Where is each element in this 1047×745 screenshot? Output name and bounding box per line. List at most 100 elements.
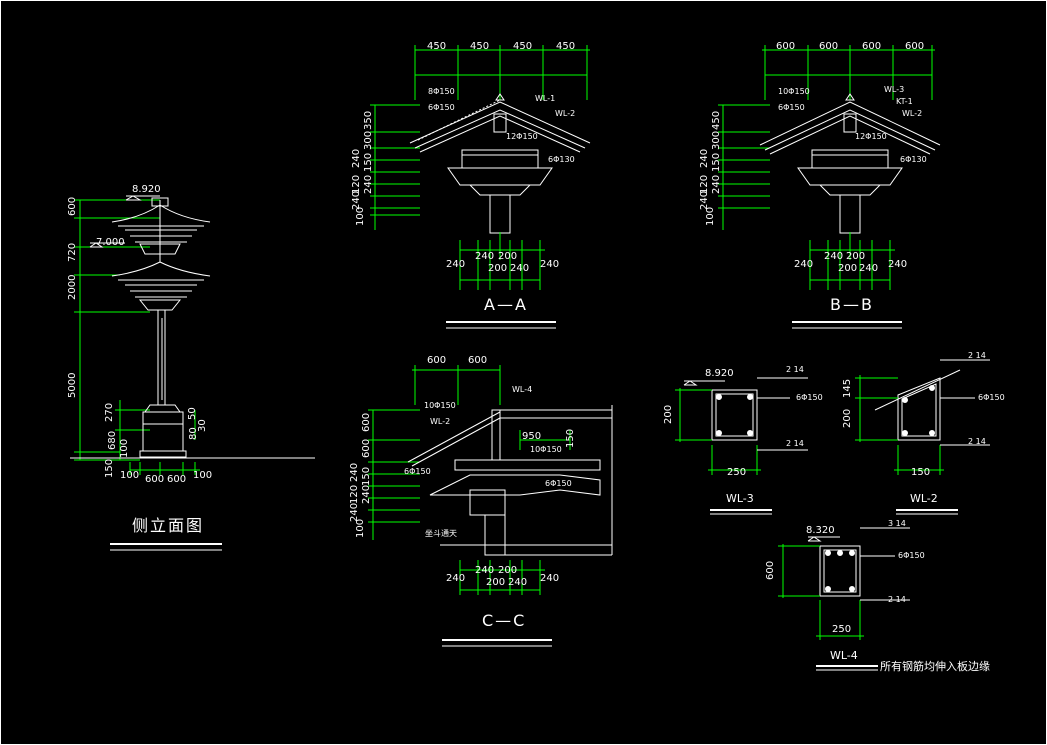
side-dim-600: 600 <box>67 196 78 216</box>
side-dim-5000: 5000 <box>67 372 78 398</box>
bb-rebar-4: 6Φ130 <box>900 155 927 164</box>
aa-rebar-1: 8Φ150 <box>428 87 455 96</box>
wl4-top-bar: 3 14 <box>888 519 906 528</box>
cc-rebar-3: 10Φ150 <box>530 445 562 454</box>
cc-left-2: 600 <box>361 438 372 458</box>
aa-top-3: 450 <box>513 41 533 52</box>
wl2-height1: 145 <box>842 378 853 398</box>
aa-label-wl2: WL-2 <box>555 109 576 118</box>
bb-bot-4: 240 <box>888 259 908 270</box>
bb-rebar-3: 12Φ150 <box>855 132 887 141</box>
side-dim-2000: 2000 <box>67 274 78 300</box>
bb-top-3: 600 <box>862 41 882 52</box>
side-mid-elev: 7.000 <box>96 237 125 248</box>
cc-bot-3: 200 <box>498 565 518 576</box>
bb-bot-5: 200 <box>838 263 858 274</box>
side-dim-100: 100 <box>119 438 130 458</box>
cc-mid-150: 150 <box>565 428 576 448</box>
cc-bot-5: 200 <box>486 577 506 588</box>
wl3-title: WL-3 <box>726 492 754 505</box>
wl2-width: 150 <box>911 467 931 478</box>
cc-bot-6: 240 <box>508 577 528 588</box>
aa-rebar-4: 6Φ130 <box>548 155 575 164</box>
bb-top-2: 600 <box>819 41 839 52</box>
aa-bot-2: 240 <box>475 251 495 262</box>
side-h-600b: 600 <box>167 474 187 485</box>
wl3-bot-bar: 2 14 <box>786 439 804 448</box>
beam-wl4 <box>778 527 910 671</box>
cc-title: C—C <box>482 611 527 630</box>
side-dim-270: 270 <box>104 402 115 422</box>
cc-bot-1: 240 <box>446 573 466 584</box>
side-h-100b: 100 <box>193 470 213 481</box>
cc-left-8: 100 <box>355 518 366 538</box>
side-dim-150: 150 <box>104 458 115 478</box>
cc-bot-2: 240 <box>475 565 495 576</box>
section-cc <box>368 365 613 647</box>
side-dim-30: 30 <box>197 419 208 432</box>
aa-rebar-2: 6Φ150 <box>428 103 455 112</box>
cc-label-wl4: WL-4 <box>512 385 533 394</box>
side-elevation <box>70 195 315 551</box>
aa-bot-5: 200 <box>488 263 508 274</box>
wl2-stirrup: 6Φ150 <box>978 393 1005 402</box>
bb-bot-6: 240 <box>859 263 879 274</box>
bb-left-6: 240 <box>711 174 722 194</box>
wl4-title: WL-4 <box>830 649 858 662</box>
aa-bot-4: 240 <box>540 259 560 270</box>
bb-label-wl3: WL-3 <box>884 85 905 94</box>
bb-left-3: 240 <box>699 148 710 168</box>
side-dim-720: 720 <box>67 242 78 262</box>
wl4-width: 250 <box>832 624 852 635</box>
cc-left-3: 240 <box>349 462 360 482</box>
wl3-width: 250 <box>727 467 747 478</box>
bb-left-4: 150 <box>711 152 722 172</box>
wl4-bot-bar: 2 14 <box>888 595 906 604</box>
section-aa <box>370 45 591 329</box>
bb-label-kt1: KT-1 <box>896 97 913 106</box>
bb-left-8: 100 <box>705 206 716 226</box>
cc-rebar-4: 6Φ150 <box>545 479 572 488</box>
section-bb <box>718 45 941 329</box>
beam-wl2 <box>855 359 990 515</box>
cc-left-1: 600 <box>361 412 372 432</box>
bb-rebar-2: 6Φ150 <box>778 103 805 112</box>
aa-bot-6: 240 <box>510 263 530 274</box>
aa-title: A—A <box>484 295 528 314</box>
bb-bot-2: 240 <box>824 251 844 262</box>
bb-top-1: 600 <box>776 41 796 52</box>
side-elevation-title: 侧立面图 <box>132 516 205 535</box>
aa-top-2: 450 <box>470 41 490 52</box>
bb-left-1: 450 <box>711 110 722 130</box>
cc-label-wl2: WL-2 <box>430 417 451 426</box>
cc-top-2: 600 <box>468 355 488 366</box>
wl4-height: 600 <box>765 560 776 580</box>
bb-label-wl2: WL-2 <box>902 109 923 118</box>
side-dim-50: 50 <box>187 407 198 420</box>
aa-bot-1: 240 <box>446 259 466 270</box>
wl3-height: 200 <box>663 404 674 424</box>
wl2-title: WL-2 <box>910 492 938 505</box>
bb-bot-3: 200 <box>846 251 866 262</box>
aa-rebar-3: 12Φ150 <box>506 132 538 141</box>
bb-title: B—B <box>830 295 874 314</box>
wl2-height2: 200 <box>842 408 853 428</box>
aa-left-3: 240 <box>351 148 362 168</box>
cc-left-4: 150 <box>361 466 372 486</box>
wl3-stirrup: 6Φ150 <box>796 393 823 402</box>
aa-label-wl1: WL-1 <box>535 94 556 103</box>
bb-top-4: 600 <box>905 41 925 52</box>
cc-mid-950: 950 <box>522 431 542 442</box>
cc-rebar-2: 6Φ150 <box>404 467 431 476</box>
wl2-bot-bar: 2 14 <box>968 437 986 446</box>
bb-rebar-1: 10Φ150 <box>778 87 810 96</box>
side-dim-680: 680 <box>107 430 118 450</box>
aa-left-2: 300 <box>363 130 374 150</box>
cc-left-5: 120 <box>349 484 360 504</box>
aa-left-6: 240 <box>363 174 374 194</box>
cc-note: 坐斗通天 <box>425 529 457 538</box>
cc-rebar-1: 10Φ150 <box>424 401 456 410</box>
aa-top-1: 450 <box>427 41 447 52</box>
